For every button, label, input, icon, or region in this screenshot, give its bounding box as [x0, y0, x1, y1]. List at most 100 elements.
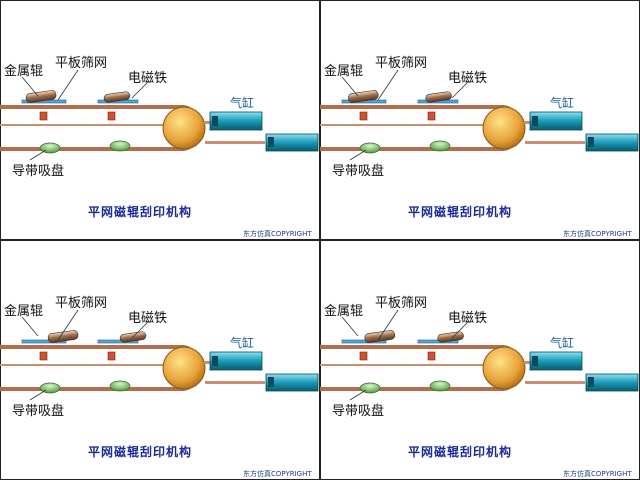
- label-suction-cup: 导带吸盘: [332, 403, 384, 419]
- frame-border: [0, 0, 320, 240]
- upper-air-cylinder: [209, 111, 263, 131]
- upper-air-cylinder: [529, 111, 583, 131]
- conveyor-belt-top: [0, 345, 185, 349]
- belt-clamp: [427, 111, 436, 121]
- lower-cylinder-cap: [588, 137, 594, 147]
- upper-air-cylinder: [529, 351, 583, 371]
- lower-piston-rod: [205, 381, 265, 384]
- upper-cylinder-cap: [532, 116, 538, 126]
- label-metal-roller: 金属辊: [324, 303, 363, 319]
- label-flat-screen: 平板筛网: [375, 296, 427, 311]
- conveyor-belt-inner: [0, 124, 185, 126]
- leader-line: [29, 149, 47, 161]
- upper-cylinder-cap: [532, 356, 538, 366]
- label-suction-cup: 导带吸盘: [12, 403, 64, 419]
- metal-roller: [47, 330, 79, 343]
- lower-piston-rod: [525, 141, 585, 144]
- label-cylinder: 气缸: [230, 335, 254, 350]
- leader-line: [451, 321, 469, 339]
- upper-piston-rod: [204, 361, 214, 364]
- leader-line: [377, 69, 399, 101]
- leader-line: [57, 309, 79, 341]
- upper-cylinder-cap: [212, 116, 218, 126]
- lower-cylinder-cap: [588, 377, 594, 387]
- diagram-title: 平网磁辊刮印机构: [88, 204, 192, 219]
- belt-clamp: [359, 351, 368, 361]
- suction-cup: [429, 380, 451, 392]
- conveyor-belt-bottom: [0, 147, 185, 151]
- label-cylinder: 气缸: [550, 335, 574, 350]
- label-electromagnet: 电磁铁: [448, 311, 487, 326]
- copyright-text: 东方仿真COPYRIGHT: [243, 229, 312, 238]
- conveyor-belt-top: [320, 105, 505, 109]
- diagram-title: 平网磁辊刮印机构: [408, 204, 512, 219]
- conveyor-belt-inner: [320, 364, 505, 366]
- drive-drum: [482, 106, 526, 150]
- frame-border: [320, 0, 640, 240]
- leader-line: [131, 81, 149, 99]
- flat-screen-plate: [97, 339, 139, 344]
- leader-line: [377, 309, 399, 341]
- belt-clamp: [107, 351, 116, 361]
- copyright-text: 东方仿真COPYRIGHT: [563, 469, 632, 478]
- leader-line: [29, 389, 47, 401]
- frame-border: [0, 240, 320, 480]
- belt-clamp: [107, 111, 116, 121]
- lower-piston-rod: [205, 141, 265, 144]
- lower-air-cylinder: [265, 373, 319, 392]
- metal-roller: [364, 330, 396, 343]
- metal-roller: [25, 90, 57, 103]
- label-flat-screen: 平板筛网: [55, 56, 107, 71]
- lower-cylinder-cap: [268, 137, 274, 147]
- belt-clamp: [39, 351, 48, 361]
- leader-line: [349, 149, 367, 161]
- drive-drum: [162, 346, 206, 390]
- lower-air-cylinder: [265, 133, 319, 152]
- drive-drum: [482, 346, 526, 390]
- leader-line: [451, 81, 469, 99]
- lower-air-cylinder: [585, 373, 639, 392]
- label-flat-screen: 平板筛网: [55, 296, 107, 311]
- label-suction-cup: 导带吸盘: [12, 163, 64, 179]
- copyright-text: 东方仿真COPYRIGHT: [563, 229, 632, 238]
- diagram-title: 平网磁辊刮印机构: [88, 444, 192, 459]
- lower-cylinder-cap: [268, 377, 274, 387]
- label-suction-cup: 导带吸盘: [332, 163, 384, 179]
- leader-line: [349, 389, 367, 401]
- label-cylinder: 气缸: [550, 95, 574, 110]
- conveyor-belt-bottom: [320, 387, 505, 391]
- metal-roller: [437, 331, 464, 343]
- conveyor-belt-bottom: [320, 147, 505, 151]
- label-metal-roller: 金属辊: [324, 63, 363, 79]
- label-electromagnet: 电磁铁: [448, 71, 487, 86]
- leader-line: [341, 316, 359, 337]
- suction-cup: [429, 140, 451, 152]
- flat-screen-plate: [21, 339, 67, 344]
- flat-screen-plate: [341, 339, 387, 344]
- conveyor-belt-top: [0, 105, 185, 109]
- leader-line: [341, 76, 359, 97]
- label-metal-roller: 金属辊: [4, 303, 43, 319]
- label-electromagnet: 电磁铁: [128, 311, 167, 326]
- metal-roller: [103, 91, 131, 103]
- belt-clamp: [427, 351, 436, 361]
- frame-border: [320, 240, 640, 480]
- leader-line: [57, 69, 79, 101]
- label-cylinder: 气缸: [230, 95, 254, 110]
- belt-clamp: [359, 111, 368, 121]
- label-electromagnet: 电磁铁: [128, 71, 167, 86]
- leader-line: [21, 316, 39, 337]
- belt-clamp: [39, 111, 48, 121]
- leader-line: [21, 76, 39, 97]
- upper-piston-rod: [524, 121, 534, 124]
- suction-cup: [109, 140, 131, 152]
- diagram-title: 平网磁辊刮印机构: [408, 444, 512, 459]
- upper-air-cylinder: [209, 351, 263, 371]
- copyright-text: 东方仿真COPYRIGHT: [243, 469, 312, 478]
- metal-roller: [425, 91, 452, 103]
- conveyor-belt-top: [320, 345, 505, 349]
